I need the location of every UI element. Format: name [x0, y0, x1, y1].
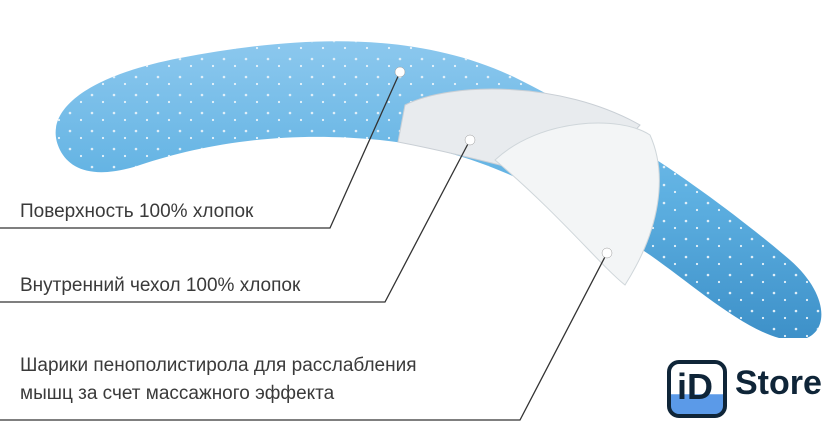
label-surface: Поверхность 100% хлопок [20, 201, 254, 222]
label-filling-line1: Шарики пенополистирола для расслабления [20, 355, 417, 376]
logo-mark: iD [667, 360, 727, 418]
idstore-logo: iD Store [655, 338, 840, 444]
label-inner-cover: Внутренний чехол 100% хлопок [20, 275, 301, 296]
logo-text: Store [735, 364, 822, 402]
filling-layer [494, 122, 660, 286]
label-filling-line2: мышц за счет массажного эффекта [20, 383, 335, 404]
leader-lines [0, 71, 608, 421]
